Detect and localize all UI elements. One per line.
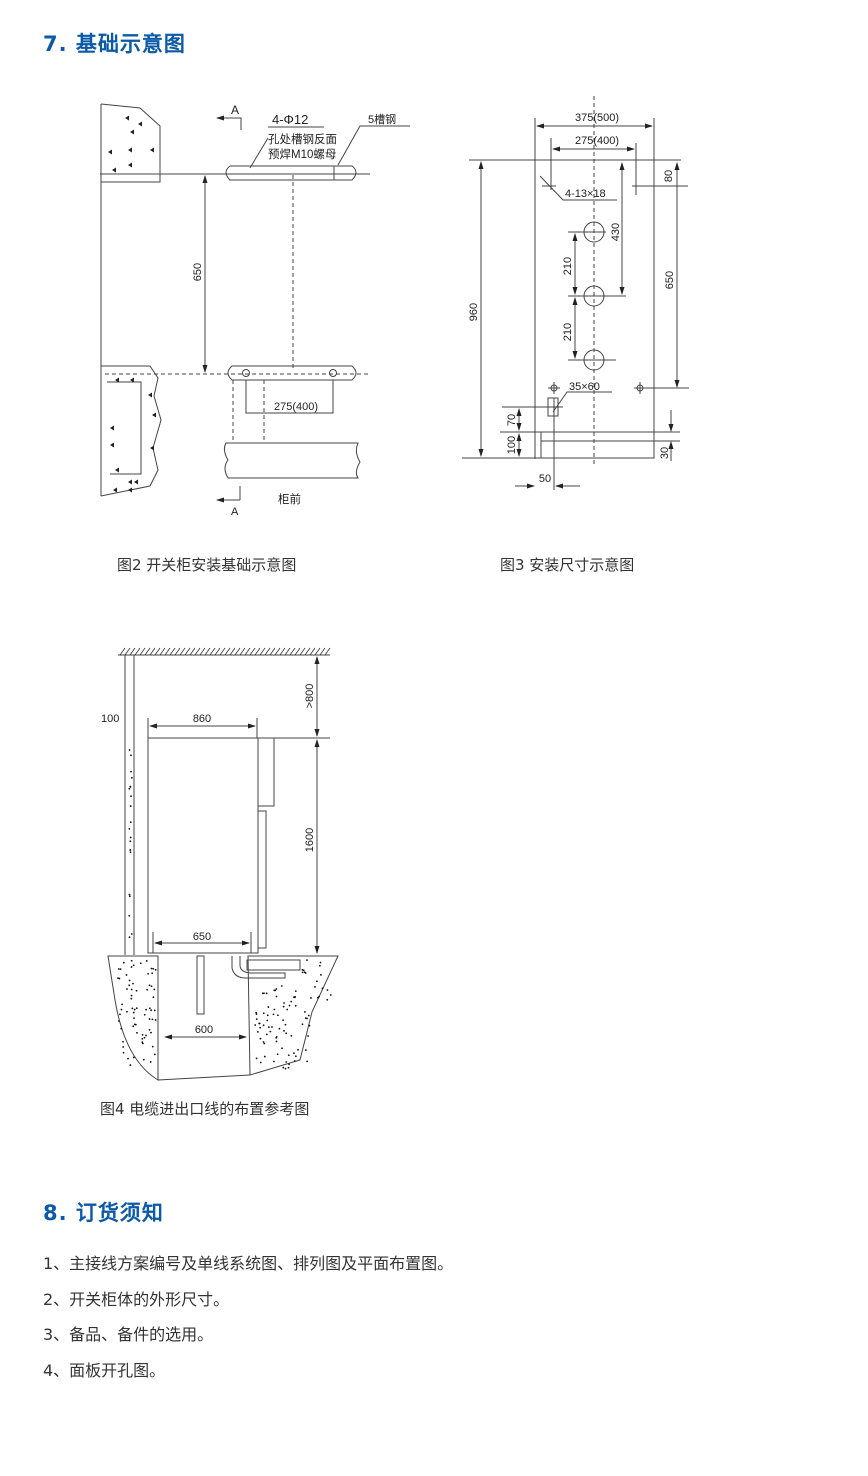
svg-text:960: 960	[468, 303, 480, 321]
svg-text:70: 70	[506, 414, 518, 426]
svg-text:210: 210	[562, 257, 574, 275]
list-item: 3、备品、备件的选用。	[43, 1325, 214, 1344]
ground-right	[247, 955, 339, 1076]
svg-text:A: A	[231, 103, 239, 117]
channel-steel-bottom	[227, 365, 357, 381]
section-heading-foundation: 7. 基础示意图	[43, 32, 186, 56]
svg-text:100: 100	[101, 713, 119, 725]
svg-text:孔处槽钢反面: 孔处槽钢反面	[268, 133, 337, 146]
figure-2-caption: 图2 开关柜安装基础示意图	[117, 556, 297, 574]
svg-text:430: 430	[610, 223, 622, 241]
svg-text:650: 650	[664, 271, 676, 289]
svg-text:柜前: 柜前	[278, 492, 301, 506]
list-item: 4、面板开孔图。	[43, 1361, 166, 1380]
svg-text:650: 650	[192, 263, 204, 281]
figure-2-foundation-diagram: 650 275(400) 4-Φ12 孔处槽钢反面 预焊M10螺母 5槽钢 A …	[100, 103, 410, 518]
svg-text:275(400): 275(400)	[575, 135, 619, 147]
figure-3-mounting-dimensions: 375(500) 275(400) 4-13×18 80 210 210 430…	[462, 96, 689, 490]
svg-text:1600: 1600	[304, 828, 316, 852]
svg-text:275(400): 275(400)	[274, 401, 318, 413]
svg-text:600: 600	[195, 1024, 213, 1036]
svg-text:预焊M10螺母: 预焊M10螺母	[268, 147, 336, 161]
cabinet-front-pipe	[223, 442, 361, 479]
svg-text:5槽钢: 5槽钢	[368, 113, 396, 126]
figure-3-caption: 图3 安装尺寸示意图	[500, 556, 635, 574]
svg-text:4-Φ12: 4-Φ12	[272, 112, 308, 127]
svg-text:35×60: 35×60	[569, 381, 600, 393]
svg-text:4-13×18: 4-13×18	[565, 188, 606, 200]
wall-lower	[100, 365, 162, 497]
svg-text:860: 860	[193, 713, 211, 725]
figure-4-caption: 图4 电缆进出口线的布置参考图	[100, 1100, 310, 1118]
svg-text:30: 30	[659, 447, 671, 459]
list-item: 1、主接线方案编号及单线系统图、排列图及平面布置图。	[43, 1254, 454, 1273]
section-heading-ordering: 8. 订货须知	[43, 1201, 164, 1225]
svg-text:80: 80	[663, 170, 675, 182]
svg-text:A: A	[231, 506, 239, 518]
svg-text:375(500): 375(500)	[575, 112, 619, 124]
cabinet	[147, 737, 259, 954]
svg-text:210: 210	[562, 323, 574, 341]
figure-4-cable-layout: 100 860 >800 1600 650 600	[101, 647, 339, 1081]
svg-text:100: 100	[506, 436, 518, 454]
svg-text:650: 650	[193, 931, 211, 943]
ground-left	[107, 955, 159, 1081]
svg-text:>800: >800	[304, 684, 316, 709]
list-item: 2、开关柜体的外形尺寸。	[43, 1290, 230, 1309]
svg-text:50: 50	[539, 473, 551, 485]
wall-upper	[100, 103, 161, 183]
channel-steel-top	[225, 165, 357, 181]
